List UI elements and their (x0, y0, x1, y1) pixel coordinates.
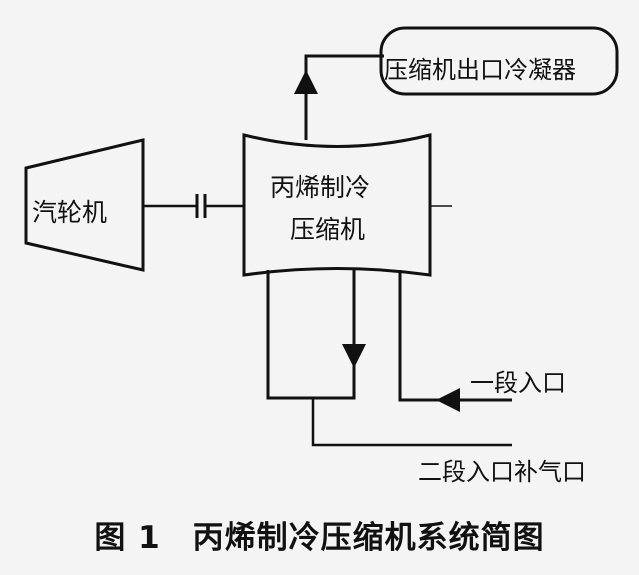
recycle-line (266, 270, 356, 400)
figure-caption: 图 1 丙烯制冷压缩机系统简图 (94, 520, 545, 556)
discharge-line (304, 54, 384, 140)
condenser-label: 压缩机出口冷凝器 (384, 56, 576, 84)
turbine-label: 汽轮机 (32, 198, 108, 227)
condenser-box (379, 26, 619, 96)
turbine-shape (24, 138, 145, 272)
compressor-label-line2: 压缩机 (290, 215, 366, 244)
inlet1-label: 一段入口 (470, 369, 566, 397)
compressor-shape (242, 133, 432, 277)
inlet2-label: 二段入口补气口 (418, 458, 586, 486)
compressor-label-line1: 丙烯制冷 (270, 173, 371, 202)
inlet2-line (311, 398, 512, 447)
